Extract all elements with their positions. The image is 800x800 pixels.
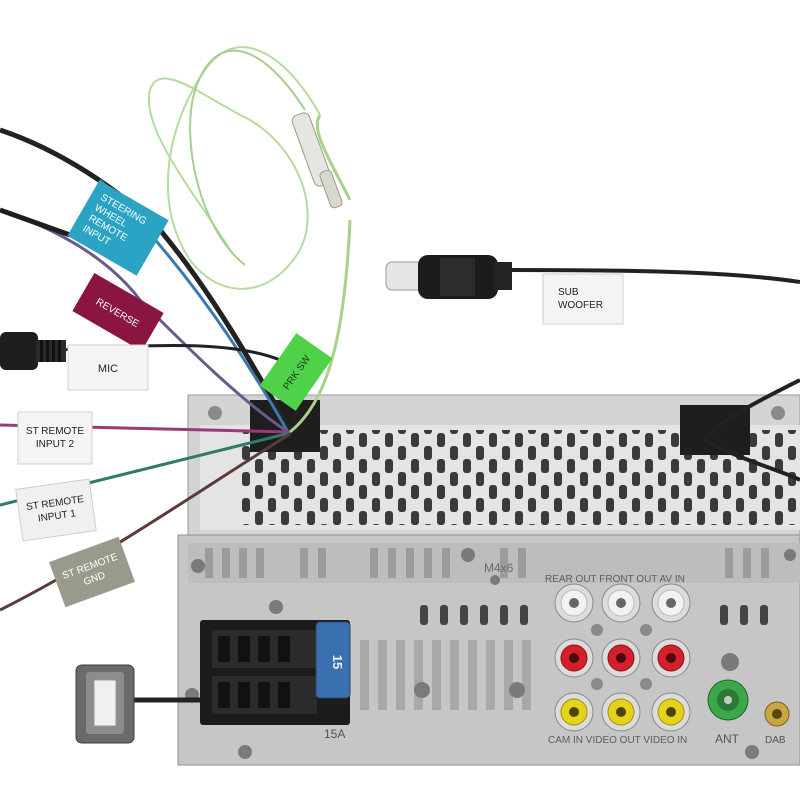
subwoofer-tag: SUB WOOFER xyxy=(542,273,624,325)
svg-text:ST REMOTE: ST REMOTE xyxy=(26,426,84,437)
usb-icon xyxy=(93,679,117,727)
screw-icon xyxy=(414,682,430,698)
st-remote-input2-tag: ST REMOTE INPUT 2 xyxy=(17,411,93,465)
screw-icon xyxy=(208,406,222,420)
dab-label: DAB xyxy=(765,735,786,746)
fuse-amp-label: 15A xyxy=(324,727,345,741)
antenna-jack: ANT xyxy=(707,679,749,746)
rca-top-header: REAR OUT FRONT OUT AV IN xyxy=(545,574,685,585)
screw-icon xyxy=(721,653,739,671)
screw-icon xyxy=(461,548,475,562)
screw-icon xyxy=(238,745,252,759)
ant-label: ANT xyxy=(715,732,740,746)
rca-row-red xyxy=(554,638,691,678)
screw-icon xyxy=(490,575,500,585)
mic-plug xyxy=(0,332,66,370)
rca-row-yellow xyxy=(554,692,691,732)
fuse: 15 xyxy=(315,621,351,699)
rca-panel: REAR OUT FRONT OUT AV IN CAM IN VIDEO OU… xyxy=(545,574,691,746)
svg-text:INPUT 1: INPUT 1 xyxy=(37,508,77,524)
svg-text:WOOFER: WOOFER xyxy=(558,300,603,311)
subwoofer-plug xyxy=(385,255,512,299)
upper-chassis xyxy=(187,394,800,536)
rca-bottom-header: CAM IN VIDEO OUT VIDEO IN xyxy=(548,735,687,746)
dab-jack: DAB xyxy=(764,701,790,746)
inline-fuse-holder xyxy=(291,112,343,209)
mic-tag: MIC xyxy=(67,344,149,391)
iso-connector xyxy=(200,620,350,725)
svg-text:INPUT 2: INPUT 2 xyxy=(36,439,75,450)
screw-icon xyxy=(191,559,205,573)
screw-icon xyxy=(771,406,785,420)
svg-text:MIC: MIC xyxy=(98,363,118,375)
screw-icon xyxy=(784,549,796,561)
screw-icon xyxy=(509,682,525,698)
screw-spec-label: M4x6 xyxy=(484,561,514,575)
usb-cable xyxy=(75,664,200,744)
reverse-tag: REVERSE xyxy=(72,272,164,352)
rca-row-white xyxy=(554,583,691,623)
st-remote-gnd-tag: ST REMOTE GND xyxy=(49,536,135,608)
fuse-rating: 15 xyxy=(330,655,345,669)
st-remote-input1-tag: ST REMOTE INPUT 1 xyxy=(15,478,97,542)
steering-wheel-remote-tag: STEERING WHEEL REMOTE INPUT xyxy=(67,180,169,276)
screw-icon xyxy=(745,745,759,759)
prk-sw-tag: PRK SW xyxy=(259,333,333,411)
screw-icon xyxy=(269,600,283,614)
svg-text:SUB: SUB xyxy=(558,287,579,298)
